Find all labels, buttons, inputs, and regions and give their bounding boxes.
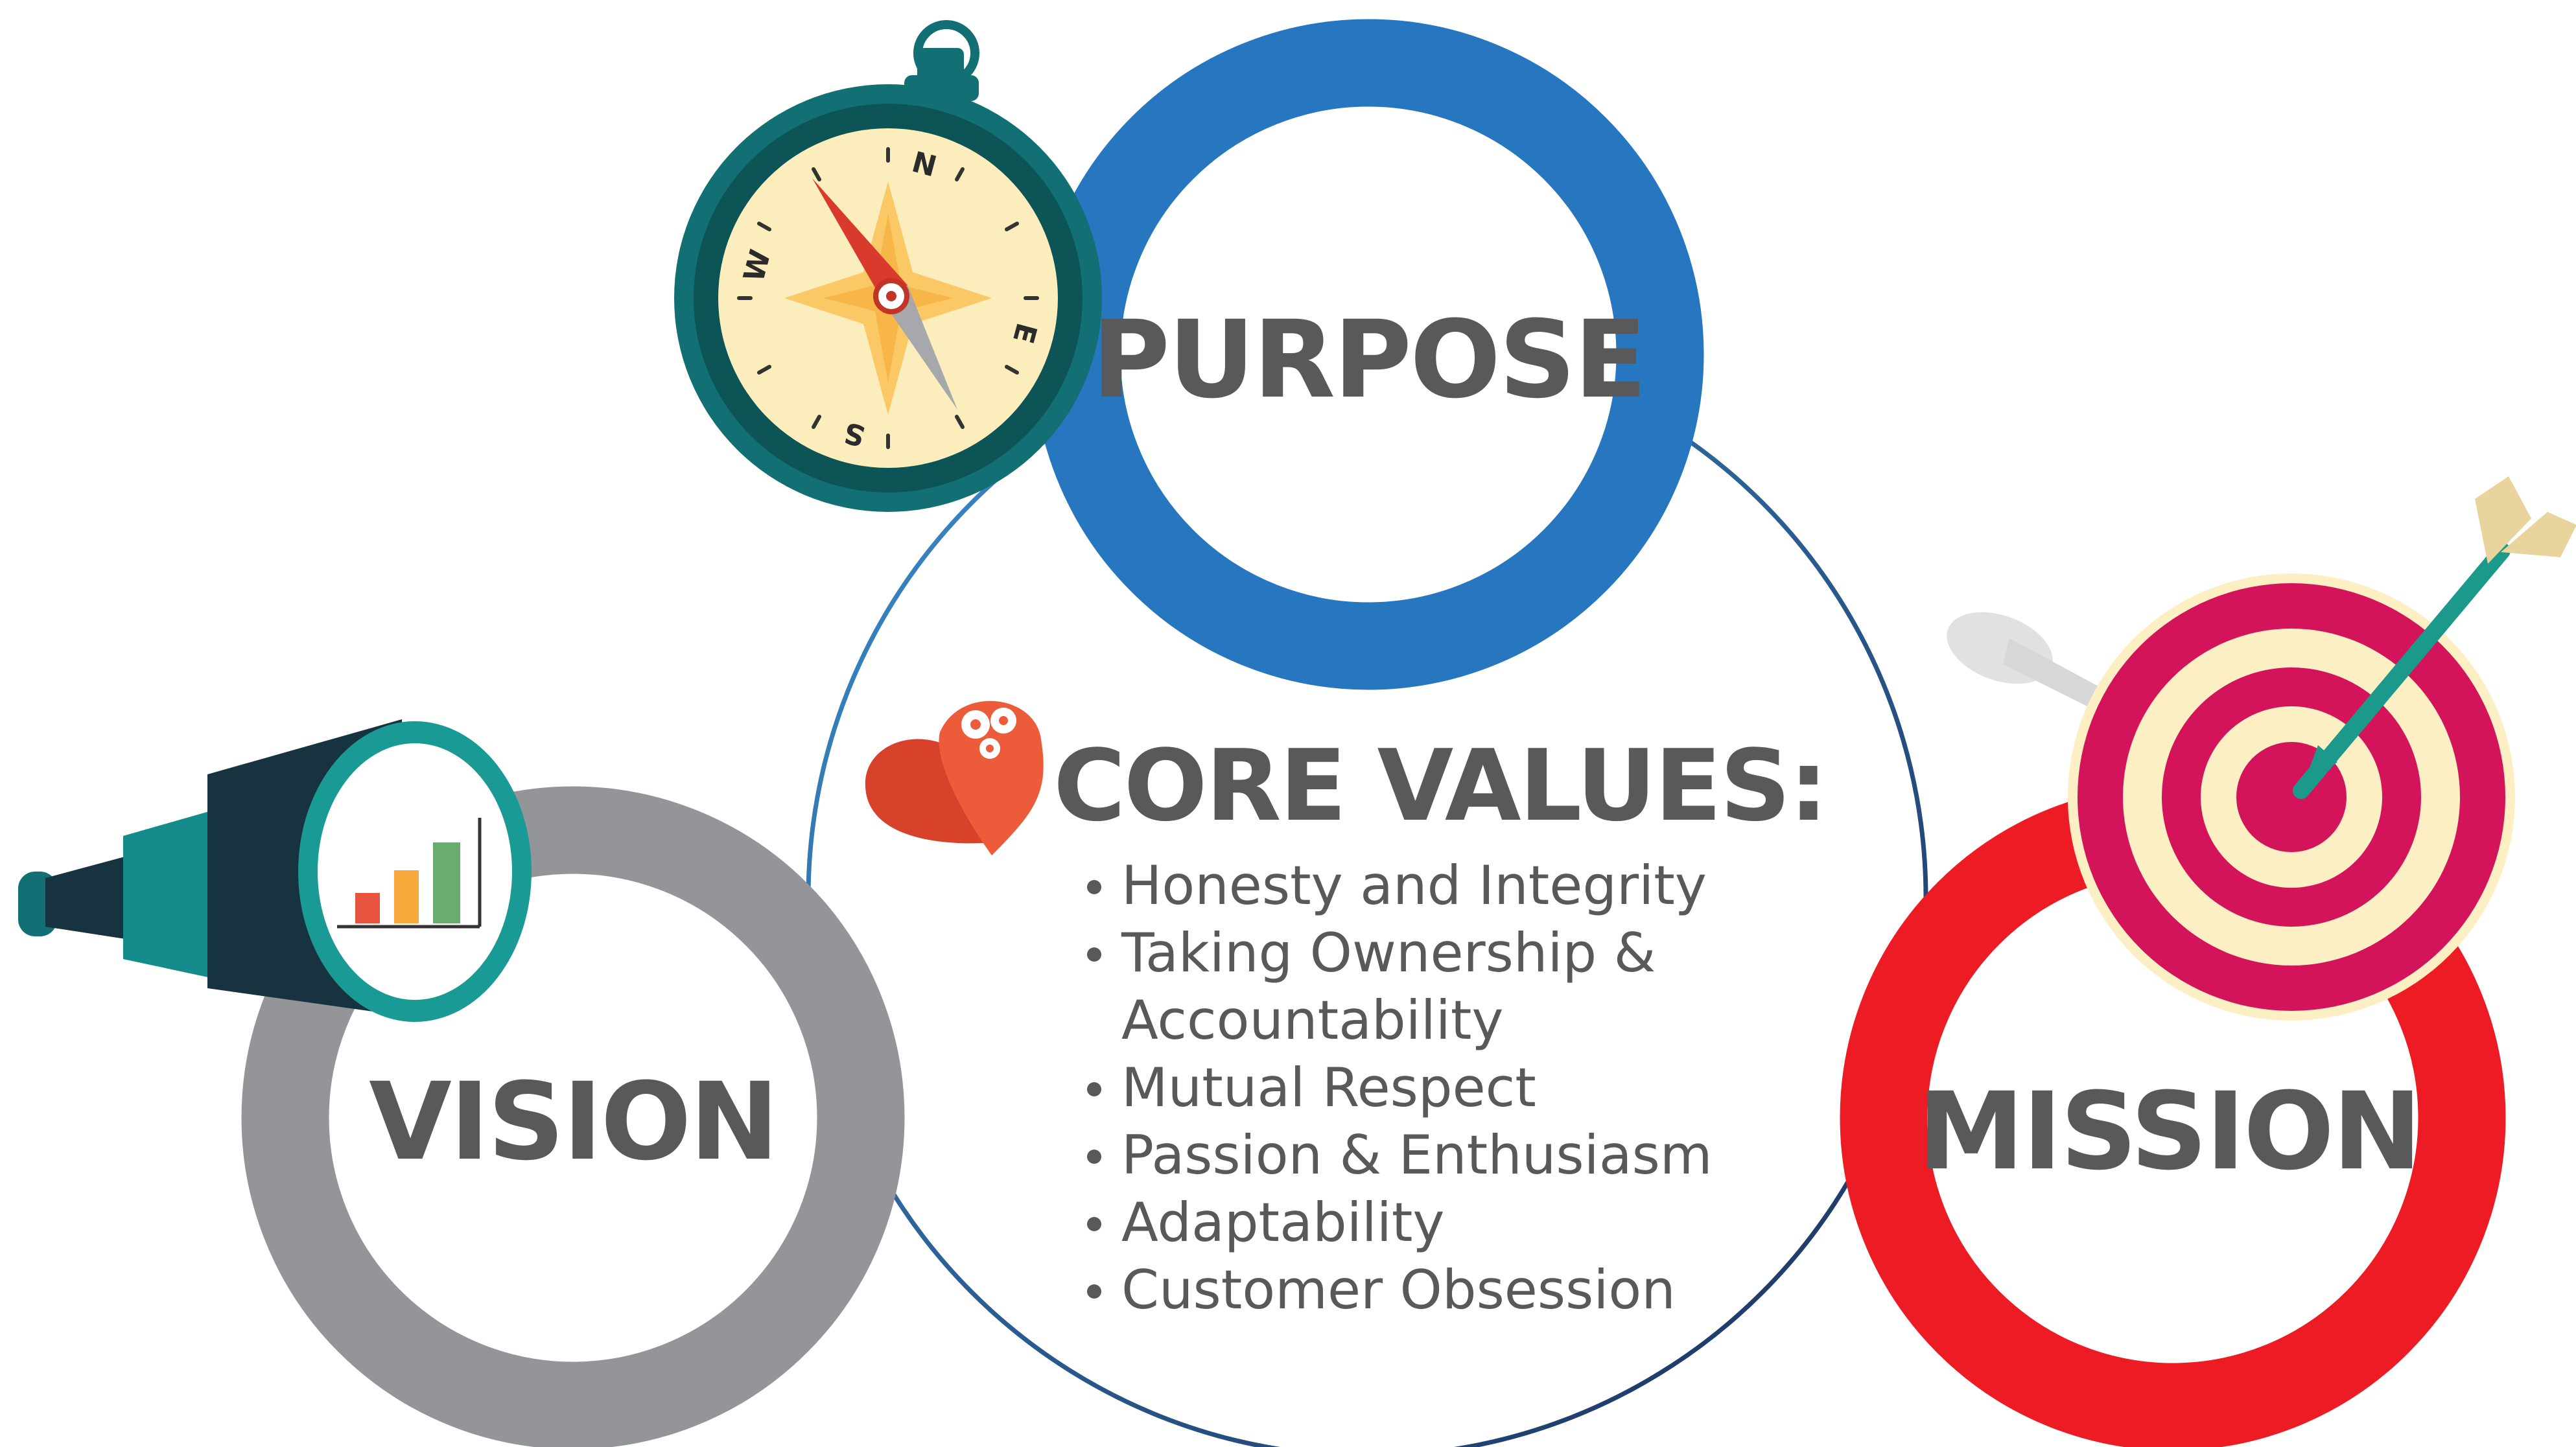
value-bullet: [1087, 1150, 1101, 1164]
compass-needle-south: [885, 285, 957, 410]
core-value-item: Adaptability: [1121, 1191, 1445, 1254]
value-bullet: [1087, 1284, 1101, 1299]
heart-right: [939, 700, 1044, 855]
value-bullet: [1087, 947, 1101, 962]
value-bullet: [1087, 1217, 1101, 1231]
telescope-icon: [18, 719, 532, 1022]
value-bullet: [1087, 880, 1101, 894]
dartboard-target-icon: [1947, 476, 2576, 1021]
core-value-item: Accountability: [1121, 989, 1504, 1052]
core-value-item: Mutual Respect: [1121, 1056, 1536, 1119]
dart: [2293, 476, 2576, 799]
purpose-title: PURPOSE: [1092, 297, 1645, 422]
core-value-item: Taking Ownership &: [1121, 921, 1656, 984]
core-value-item: Passion & Enthusiasm: [1121, 1124, 1713, 1187]
chart-bar-3: [433, 842, 460, 923]
core-value-item: Honesty and Integrity: [1121, 854, 1707, 917]
value-bullet: [1087, 1082, 1101, 1096]
mission-title: MISSION: [1918, 1069, 2420, 1194]
heart-gears-icon: [865, 700, 1044, 855]
core-values-title: CORE VALUES:: [1053, 728, 1826, 843]
vision-title: VISION: [369, 1059, 777, 1184]
core-value-item: Customer Obsession: [1121, 1258, 1676, 1321]
purpose-ring: PURPOSE: [1033, 19, 1704, 690]
compass-ticks: [737, 147, 1039, 449]
bar-chart-icon: [337, 818, 482, 929]
compass-icon: N E S W: [674, 20, 1102, 512]
compass-needle-north: [812, 178, 907, 305]
chart-bar-2: [394, 870, 419, 923]
chart-bar-1: [355, 893, 380, 923]
